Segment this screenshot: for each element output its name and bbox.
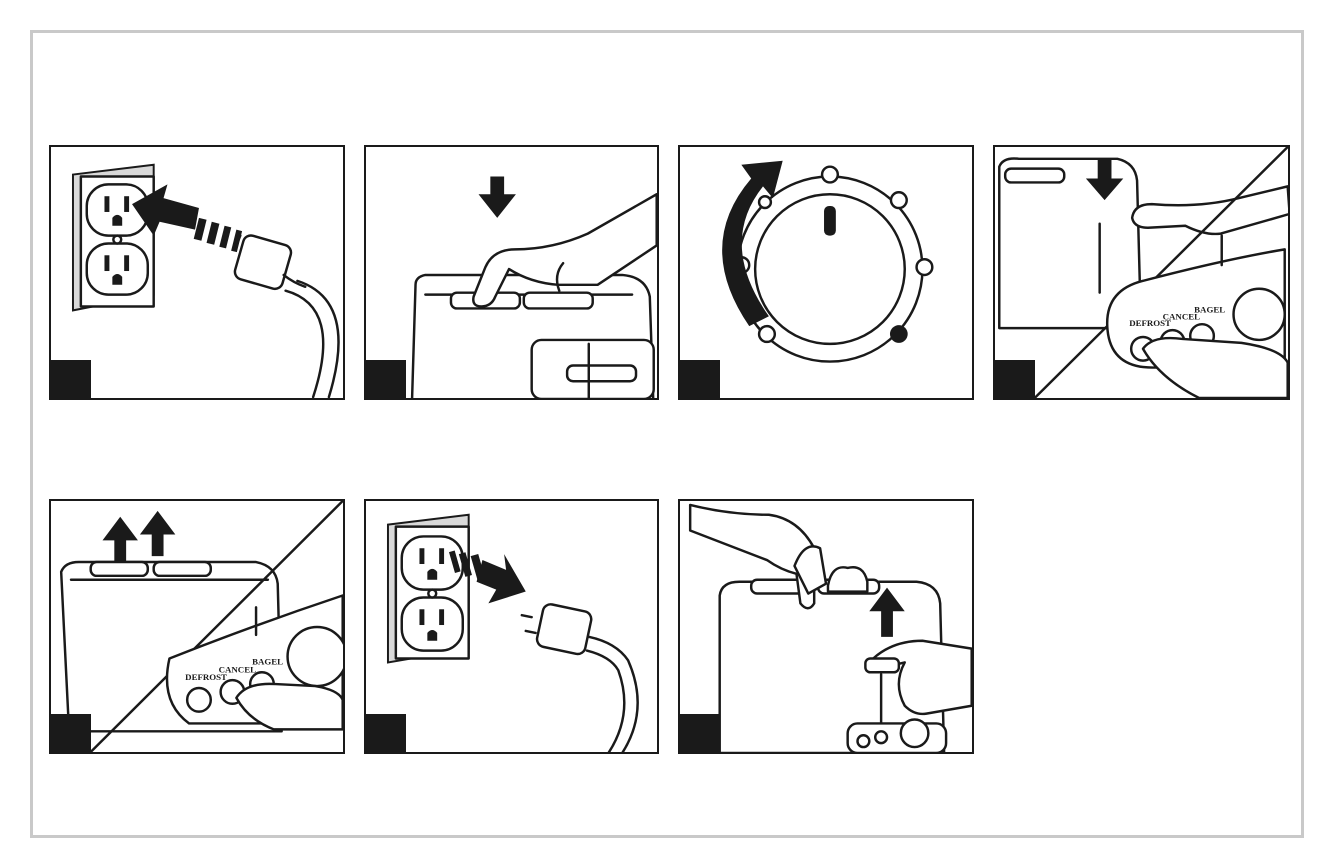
dial-illustration (680, 147, 972, 398)
panel-step-2 (364, 145, 659, 400)
step-number-box (366, 360, 406, 398)
bagel-label: BAGEL (1194, 304, 1225, 314)
step-number-box (680, 714, 720, 752)
arrow-up-icon (103, 511, 176, 562)
arrow-down-icon (479, 177, 516, 218)
cancel-label: CANCEL (219, 664, 256, 674)
panel-step-6 (364, 499, 659, 754)
defrost-illustration: DEFROST CANCEL BAGEL (995, 147, 1288, 398)
cancel-illustration: DEFROST CANCEL BAGEL (51, 501, 343, 752)
wall-outlet-icon (73, 165, 154, 311)
panel-step-7 (678, 499, 974, 754)
step-number-box (680, 360, 720, 398)
bagel-label: BAGEL (252, 656, 283, 666)
hand-icon (1132, 186, 1288, 234)
step-number-box (51, 360, 91, 398)
wall-outlet-icon (388, 515, 469, 663)
plug-icon (522, 603, 638, 752)
toaster-icon (412, 275, 654, 398)
panel-step-5: DEFROST CANCEL BAGEL (49, 499, 345, 754)
lift-lever-illustration (680, 501, 972, 752)
dial-icon (733, 167, 932, 362)
panel-step-1 (49, 145, 345, 400)
plug-in-illustration (51, 147, 343, 398)
step-number-box (366, 714, 406, 752)
panel-step-3 (678, 145, 974, 400)
lever-down-illustration (366, 147, 657, 398)
unplug-illustration (366, 501, 657, 752)
step-number-box (51, 714, 91, 752)
step-number-box (995, 360, 1035, 398)
plug-icon (233, 234, 338, 397)
panel-step-4: DEFROST CANCEL BAGEL (993, 145, 1290, 400)
hand-icon (1143, 338, 1288, 398)
